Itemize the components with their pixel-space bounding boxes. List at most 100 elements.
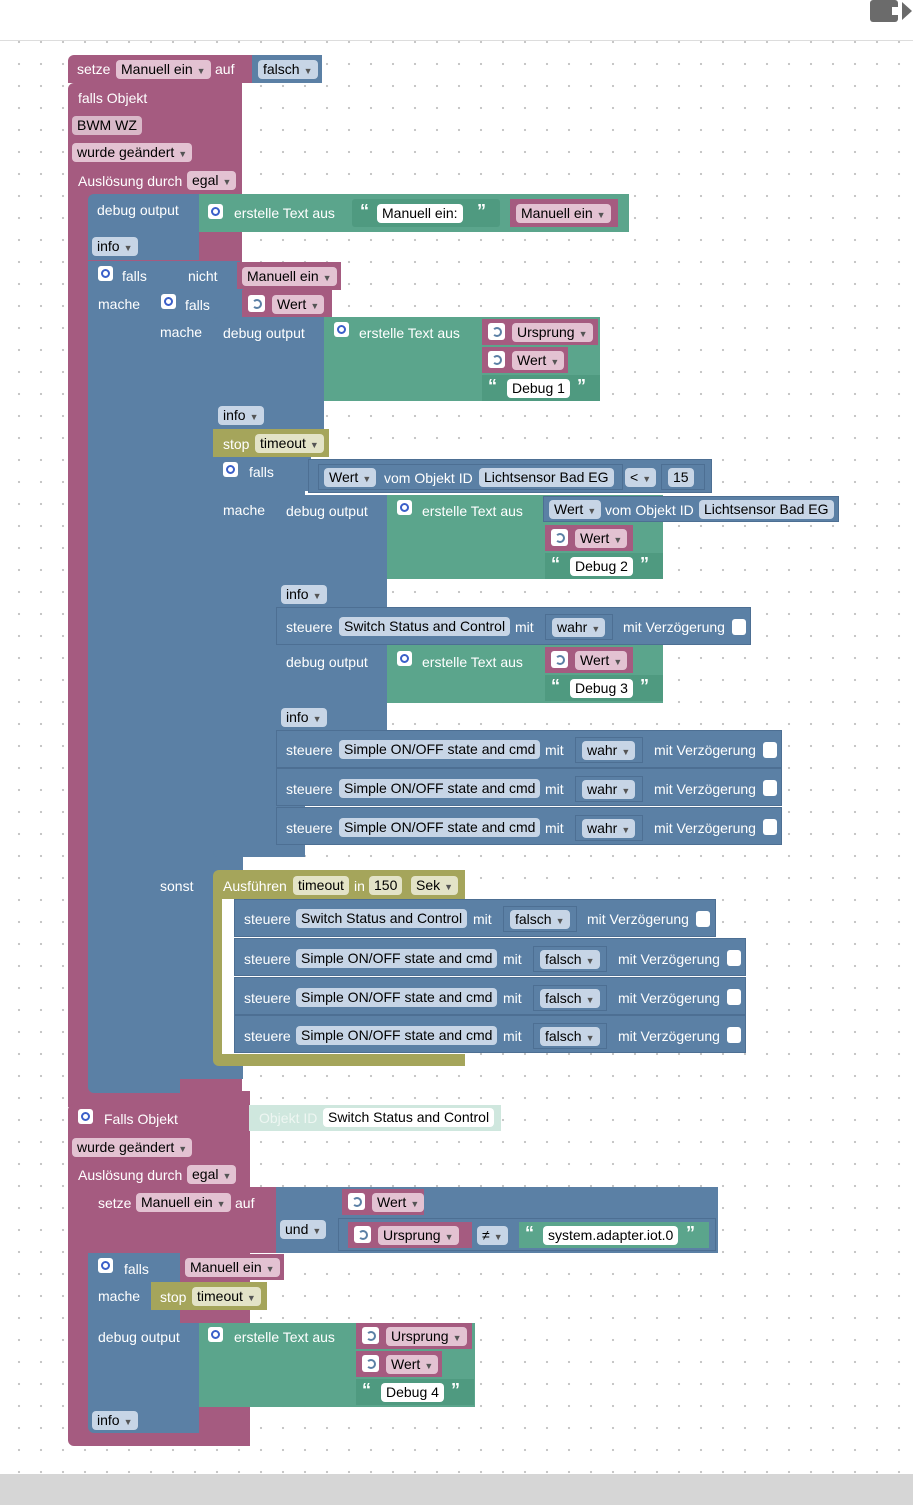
variable-dropdown[interactable]: Ursprung▼ xyxy=(378,1226,459,1245)
boolean-value-block[interactable]: falsch▼ xyxy=(533,1023,607,1049)
log-level-dropdown[interactable]: info▼ xyxy=(281,708,327,727)
boolean-dropdown[interactable]: wahr▼ xyxy=(582,780,636,799)
text-literal-block[interactable]: “ Debug 3 ” xyxy=(545,675,663,701)
boolean-dropdown[interactable]: falsch▼ xyxy=(540,989,600,1008)
text-literal[interactable]: Debug 1 xyxy=(507,379,570,398)
variable-getter-block[interactable]: Ursprung▼ xyxy=(356,1323,472,1349)
delay-checkbox[interactable] xyxy=(727,989,741,1005)
changed-dropdown[interactable]: wurde geändert▼ xyxy=(72,143,193,162)
variable-dropdown[interactable]: Wert▼ xyxy=(575,529,628,548)
variable-dropdown[interactable]: Wert▼ xyxy=(372,1193,425,1212)
control-block[interactable]: steuere Simple ON/OFF state and cmd mit … xyxy=(276,730,782,768)
unit-dropdown[interactable]: Sek▼ xyxy=(411,876,459,895)
changed-dropdown[interactable]: wurde geändert▼ xyxy=(72,1138,193,1157)
gear-icon[interactable] xyxy=(397,500,412,515)
boolean-dropdown[interactable]: falsch▼ xyxy=(540,1027,600,1046)
trigger-dropdown[interactable]: egal▼ xyxy=(187,1165,237,1184)
gear-icon[interactable] xyxy=(397,651,412,666)
boolean-dropdown[interactable]: falsch▼ xyxy=(510,910,570,929)
gear-icon[interactable] xyxy=(208,1327,223,1342)
text-literal[interactable]: Debug 3 xyxy=(570,679,633,698)
variable-getter-block[interactable]: Wert▼ xyxy=(356,1351,442,1377)
attribute-dropdown[interactable]: Wert▼ xyxy=(549,500,602,519)
log-level-dropdown[interactable]: info▼ xyxy=(92,237,138,256)
exit-icon[interactable] xyxy=(868,0,913,24)
object-id-field[interactable]: Simple ON/OFF state and cmd xyxy=(296,1026,498,1045)
boolean-dropdown[interactable]: wahr▼ xyxy=(552,618,606,637)
log-level-dropdown[interactable]: info▼ xyxy=(281,585,327,604)
variable-dropdown[interactable]: Manuell ein▼ xyxy=(242,267,337,286)
number-block[interactable]: 15 xyxy=(661,464,705,490)
operator-dropdown[interactable]: <▼ xyxy=(625,468,657,487)
delay-checkbox[interactable] xyxy=(732,619,746,635)
boolean-value-block[interactable]: wahr▼ xyxy=(575,776,643,802)
timeout-name-field[interactable]: timeout xyxy=(293,876,349,895)
gear-icon[interactable] xyxy=(78,1109,93,1124)
set-variable-block[interactable]: setze Manuell ein▼ auf xyxy=(88,1187,278,1253)
variable-getter-block[interactable]: Ursprung▼ xyxy=(482,319,598,345)
object-id-field[interactable]: Simple ON/OFF state and cmd xyxy=(339,818,541,837)
timeout-dropdown[interactable]: timeout▼ xyxy=(192,1287,261,1306)
stop-timeout-block[interactable]: stop timeout▼ xyxy=(213,429,329,457)
gear-icon[interactable] xyxy=(223,462,238,477)
variable-getter-block[interactable]: Wert▼ xyxy=(482,347,568,373)
delay-checkbox[interactable] xyxy=(763,780,777,796)
delay-checkbox[interactable] xyxy=(727,950,741,966)
variable-getter-block[interactable]: Manuell ein▼ xyxy=(237,262,341,290)
control-block[interactable]: steuere Switch Status and Control mit fa… xyxy=(234,899,716,937)
variable-getter-block[interactable]: Wert▼ xyxy=(342,1189,425,1215)
log-level-dropdown[interactable]: info▼ xyxy=(92,1411,138,1430)
object-id-block[interactable]: Objekt ID Switch Status and Control xyxy=(249,1105,501,1131)
object-id-field[interactable]: Switch Status and Control xyxy=(296,909,468,928)
object-id-field[interactable]: Simple ON/OFF state and cmd xyxy=(296,988,498,1007)
trigger-dropdown[interactable]: egal▼ xyxy=(187,171,237,190)
object-id-field[interactable]: Switch Status and Control xyxy=(323,1108,495,1127)
delay-number-field[interactable]: 150 xyxy=(369,876,403,895)
operator-dropdown[interactable]: ≠▼ xyxy=(477,1226,508,1245)
variable-dropdown[interactable]: Wert▼ xyxy=(512,351,565,370)
gear-icon[interactable] xyxy=(208,204,223,219)
object-id-field[interactable]: Simple ON/OFF state and cmd xyxy=(339,740,541,759)
delay-checkbox[interactable] xyxy=(696,911,710,927)
boolean-value-block[interactable]: falsch▼ xyxy=(252,55,322,83)
variable-dropdown[interactable]: Ursprung▼ xyxy=(512,323,593,342)
variable-getter-block[interactable]: Manuell ein▼ xyxy=(180,1254,284,1280)
boolean-dropdown[interactable]: wahr▼ xyxy=(582,819,636,838)
control-block[interactable]: steuere Simple ON/OFF state and cmd mit … xyxy=(276,768,782,806)
boolean-value-block[interactable]: falsch▼ xyxy=(533,985,607,1011)
log-level-dropdown[interactable]: info▼ xyxy=(218,406,264,425)
text-literal[interactable]: Debug 4 xyxy=(381,1383,444,1402)
blockly-workspace[interactable]: setze Manuell ein▼ auf falsch▼ falls Obj… xyxy=(0,41,913,1474)
delay-checkbox[interactable] xyxy=(727,1027,741,1043)
debug-output-block[interactable]: debug output info▼ xyxy=(276,495,387,607)
variable-dropdown[interactable]: Manuell ein▼ xyxy=(116,60,211,79)
variable-dropdown[interactable]: Manuell ein▼ xyxy=(185,1258,280,1277)
delay-checkbox[interactable] xyxy=(763,742,777,758)
gear-icon[interactable] xyxy=(98,266,113,281)
object-id-field[interactable]: Simple ON/OFF state and cmd xyxy=(339,779,541,798)
get-state-block[interactable]: Wert▼ vom Objekt ID Lichtsensor Bad EG xyxy=(543,496,839,522)
variable-getter-block[interactable]: Wert▼ xyxy=(545,525,633,551)
text-literal[interactable]: system.adapter.iot.0 xyxy=(543,1226,679,1245)
variable-dropdown[interactable]: Ursprung▼ xyxy=(386,1327,467,1346)
debug-output-block[interactable]: debug output info▼ xyxy=(88,194,199,260)
text-literal-block[interactable]: “ Debug 1 ” xyxy=(482,375,600,401)
control-block[interactable]: steuere Switch Status and Control mit wa… xyxy=(276,607,751,645)
get-state-block[interactable]: Wert▼ vom Objekt ID Lichtsensor Bad EG xyxy=(318,464,623,490)
variable-dropdown[interactable]: Wert▼ xyxy=(272,295,325,314)
variable-dropdown[interactable]: Manuell ein▼ xyxy=(516,204,611,223)
gear-icon[interactable] xyxy=(98,1258,113,1273)
text-literal[interactable]: Manuell ein: xyxy=(377,204,463,223)
object-id-field[interactable]: Switch Status and Control xyxy=(339,617,511,636)
debug-output-block[interactable]: debug output info▼ xyxy=(213,317,324,429)
stop-timeout-block[interactable]: stop timeout▼ xyxy=(151,1282,267,1310)
control-block[interactable]: steuere Simple ON/OFF state and cmd mit … xyxy=(276,807,782,845)
object-id-field[interactable]: Lichtsensor Bad EG xyxy=(479,468,614,487)
debug-output-block[interactable]: debug output info▼ xyxy=(276,645,387,731)
attribute-dropdown[interactable]: Wert▼ xyxy=(324,468,377,487)
variable-getter-block[interactable]: Wert▼ xyxy=(242,290,332,318)
create-text-block[interactable]: erstelle Text aus “ Manuell ein: ” Manue… xyxy=(199,194,629,232)
compare-block[interactable]: Wert▼ vom Objekt ID Lichtsensor Bad EG <… xyxy=(308,459,712,493)
object-id-field[interactable]: Lichtsensor Bad EG xyxy=(699,500,834,519)
variable-dropdown[interactable]: Manuell ein▼ xyxy=(136,1193,231,1212)
